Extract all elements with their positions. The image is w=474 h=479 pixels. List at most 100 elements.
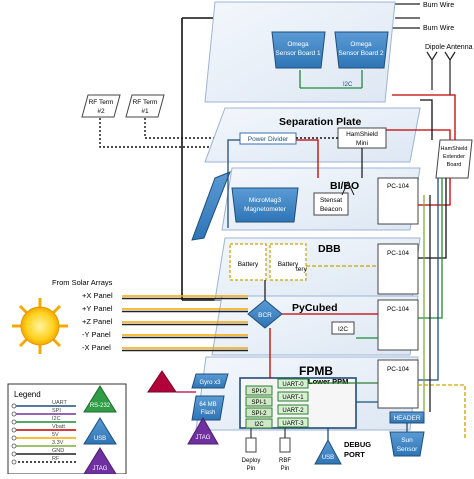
- uart-3-label: UART-3: [282, 421, 304, 427]
- panel-minus-y: -Y Panel: [82, 330, 111, 339]
- header-label: HEADER: [393, 415, 420, 422]
- i2c-port-label: I2C: [254, 422, 264, 428]
- stensat-line1: Stensat: [320, 197, 342, 204]
- lower-ppm-label: Lower PPM: [308, 377, 348, 386]
- uart-1-box: [277, 391, 309, 402]
- omega-sensor-board-2: [334, 31, 389, 69]
- dbb-pc104: [377, 243, 419, 295]
- bottom-connectors: USB DEBUG PORT Deploy Pin RBF Pin Sun Se…: [242, 431, 425, 472]
- hamshield-extender-board: HamShield Extender Board: [435, 139, 473, 179]
- legend-item-vbatt: Vbatt: [52, 424, 65, 430]
- legend-item-3v3: 3.3V: [52, 440, 64, 446]
- spi-2-label: SPI-2: [251, 411, 267, 417]
- layer-separation-plate: Separation Plate Power Divider HamShield…: [204, 107, 421, 163]
- spi-0-box: [245, 385, 273, 396]
- bibo-pc104: [377, 177, 419, 225]
- fpmb-pc104: [377, 359, 419, 409]
- panel-plus-y: +Y Panel: [82, 304, 113, 313]
- rf-term-1-line2: #1: [141, 108, 149, 115]
- burn-wire-label-2: Burn Wire: [423, 25, 454, 32]
- flash-line1: 64 MB: [199, 402, 216, 408]
- extender-line1: HamShield: [441, 146, 468, 152]
- pycubed-i2c-label: I2C: [338, 326, 348, 333]
- uart-2-box: [277, 404, 309, 415]
- flash-block: [191, 395, 225, 421]
- legend: Legend UART SPI I2C Vbatt 5V 3.3V GND RF…: [7, 383, 127, 475]
- layer-omega: Omega Sensor Board 1 Omega Sensor Board …: [204, 1, 396, 103]
- sun-icon: [12, 298, 68, 354]
- uart-0-label: UART-0: [282, 382, 304, 388]
- gyro-block: [191, 373, 229, 389]
- debug-port-line1: DEBUG: [344, 440, 371, 449]
- uart-3-box: [277, 417, 309, 428]
- pycubed-pc104-label: PC-104: [387, 306, 409, 313]
- jtag-icon: [187, 416, 219, 445]
- rf-terminations: RF Term #2 RF Term #1: [81, 94, 240, 148]
- sun-sensor-line2: Sensor: [397, 446, 418, 453]
- jtag-label: JTAG: [196, 435, 211, 441]
- burn-wire-label-1: Burn Wire: [423, 2, 454, 9]
- pycubed-i2c-box: [331, 321, 355, 335]
- panel-minus-x: -X Panel: [82, 343, 111, 352]
- rbf-switch-icon: [147, 370, 177, 393]
- rf-term-1-line1: RF Term: [133, 99, 158, 106]
- rbf-pin-line2: Pin: [281, 466, 290, 472]
- rbf-pin: [279, 437, 291, 453]
- legend-item-gnd: GND: [52, 448, 64, 454]
- legend-item-5v: 5V: [52, 432, 59, 438]
- stensat-line2: Beacon: [320, 206, 342, 213]
- legend-title: Legend: [14, 390, 41, 399]
- rf-term-2-line2: #2: [97, 108, 105, 115]
- separation-plate-title: Separation Plate: [279, 116, 361, 128]
- hamshield-mini-line2: Mini: [356, 140, 368, 147]
- battery-1: [229, 243, 267, 281]
- panel-plus-z: +Z Panel: [82, 317, 113, 326]
- spi-1-label: SPI-1: [251, 400, 267, 406]
- sun-sensor-line1: Sun: [401, 437, 413, 444]
- hamshield-mini-line1: HamShield: [346, 131, 378, 138]
- uart-1-label: UART-1: [282, 395, 304, 401]
- i2c-port-box: [245, 418, 273, 429]
- dbb-pc104-label: PC-104: [387, 250, 409, 257]
- legend-item-i2c: I2C: [52, 416, 61, 422]
- battery-2-label: Battery: [278, 261, 299, 268]
- sun-sensor: [389, 431, 425, 457]
- solar-heading: From Solar Arrays: [52, 278, 113, 287]
- battery-3-label: tery: [296, 266, 308, 273]
- rf-term-2-line1: RF Term: [89, 99, 114, 106]
- micromag3-magnetometer: [231, 187, 299, 223]
- uart-2-label: UART-2: [282, 408, 304, 414]
- dipole-antenna-icon: [426, 51, 456, 72]
- omega-board-2-line2: Sensor Board 2: [338, 50, 384, 57]
- power-divider-label: Power Divider: [248, 136, 289, 143]
- legend-usb-icon: [83, 417, 117, 445]
- legend-items: UART SPI I2C Vbatt 5V 3.3V GND RF: [14, 400, 76, 463]
- omega-board-2-line1: Omega: [350, 41, 372, 48]
- fpmb-title: FPMB: [299, 364, 333, 378]
- stensat-beacon: [313, 192, 349, 216]
- layer-bibo: BI/BO MicroMag3 Magnetometer Stensat Bea…: [191, 167, 421, 241]
- legend-jtag-label: JTAG: [93, 466, 108, 472]
- spi-2-box: [245, 407, 273, 418]
- usb-debug-icon: [314, 438, 342, 465]
- legend-item-spi: SPI: [52, 408, 61, 414]
- battery-2: [269, 243, 307, 281]
- bcr-block: [247, 299, 283, 329]
- debug-port-line2: PORT: [344, 450, 365, 459]
- bibo-pc104-label: PC-104: [387, 183, 409, 190]
- extender-line3: Board: [447, 162, 462, 168]
- legend-usb-label: USB: [94, 436, 106, 442]
- legend-rs232-icon: [83, 385, 117, 413]
- spi-0-label: SPI-0: [251, 389, 267, 395]
- spi-1-box: [245, 396, 273, 407]
- flash-line2: Flash: [201, 410, 216, 416]
- extender-line2: Extender: [443, 154, 465, 160]
- deploy-pin: [245, 437, 257, 453]
- top-connectors: Burn Wire Burn Wire Dipole Antenna: [380, 2, 473, 95]
- omega-i2c-label: I2C: [343, 82, 353, 88]
- pycubed-title: PyCubed: [292, 302, 338, 314]
- bibo-title: BI/BO: [330, 180, 359, 192]
- deploy-pin-line2: Pin: [247, 466, 256, 472]
- panel-plus-x: +X Panel: [82, 291, 113, 300]
- legend-item-rf: RF: [52, 456, 60, 462]
